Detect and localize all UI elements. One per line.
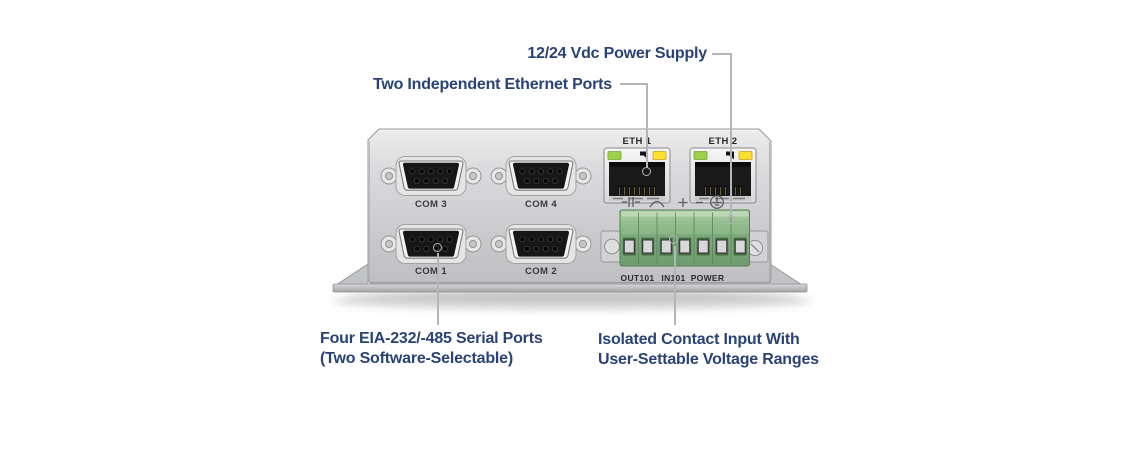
contact-symbol-icon xyxy=(622,197,640,207)
terminal-power-label: POWER xyxy=(691,273,725,283)
terminal-left-screw xyxy=(604,238,620,255)
contact-leader-dot xyxy=(669,235,678,244)
power-leader-line-v xyxy=(730,53,732,217)
eth2-label: ETH 2 xyxy=(709,136,738,147)
eth1-label: ETH 1 xyxy=(623,136,652,147)
terminal-symbols xyxy=(622,195,724,209)
serial-ports: COM 3 COM 4 COM 1 COM 2 xyxy=(379,154,593,277)
terminal-in-label: IN101 xyxy=(661,273,685,283)
serial-leader-dot xyxy=(433,243,442,252)
ethernet-ports: ETH 1 ETH 2 xyxy=(602,136,758,205)
callout-serial-line2: (Two Software-Selectable) xyxy=(320,350,513,367)
com2-label: COM 2 xyxy=(525,266,557,277)
com1-label: COM 1 xyxy=(415,266,447,277)
com3-label: COM 3 xyxy=(415,199,447,210)
ethernet-leader-dot xyxy=(642,167,651,176)
base-plate xyxy=(332,283,808,293)
ethernet-leader-line-h xyxy=(620,83,647,85)
callout-serial-label: Four EIA-232/-485 Serial Ports (Two Soft… xyxy=(320,329,543,369)
terminal-block: OUT101 IN101 POWER xyxy=(600,209,769,283)
com4-label: COM 4 xyxy=(525,199,557,210)
mounting-flanges xyxy=(332,263,808,293)
contact-leader-line-v xyxy=(674,246,676,325)
callout-contact-line1: Isolated Contact Input With xyxy=(598,331,800,348)
terminal-out-label: OUT101 xyxy=(621,273,655,283)
ground-symbol-icon xyxy=(710,195,724,209)
callout-ethernet-label: Two Independent Ethernet Ports xyxy=(372,76,612,93)
power-leader-dot xyxy=(726,215,735,224)
callout-serial-line1: Four EIA-232/-485 Serial Ports xyxy=(320,330,543,347)
terminal-screws xyxy=(622,237,747,256)
callout-power-label: 12/24 Vdc Power Supply xyxy=(527,45,707,62)
arc-symbol-icon xyxy=(649,200,665,208)
callout-contact-label: Isolated Contact Input With User-Settabl… xyxy=(598,330,819,370)
power-leader-line-h xyxy=(712,53,732,55)
eth2-jack xyxy=(688,146,758,205)
device-shadow xyxy=(332,291,812,310)
eth1-jack xyxy=(602,146,672,205)
device-rear-panel: COM 3 COM 4 COM 1 COM 2 ETH 1 ETH 2 xyxy=(332,128,812,310)
serial-leader-line-v xyxy=(437,253,439,325)
ethernet-leader-line-v xyxy=(646,83,648,168)
callout-contact-line2: User-Settable Voltage Ranges xyxy=(598,351,819,368)
plus-symbol-icon xyxy=(678,198,688,207)
